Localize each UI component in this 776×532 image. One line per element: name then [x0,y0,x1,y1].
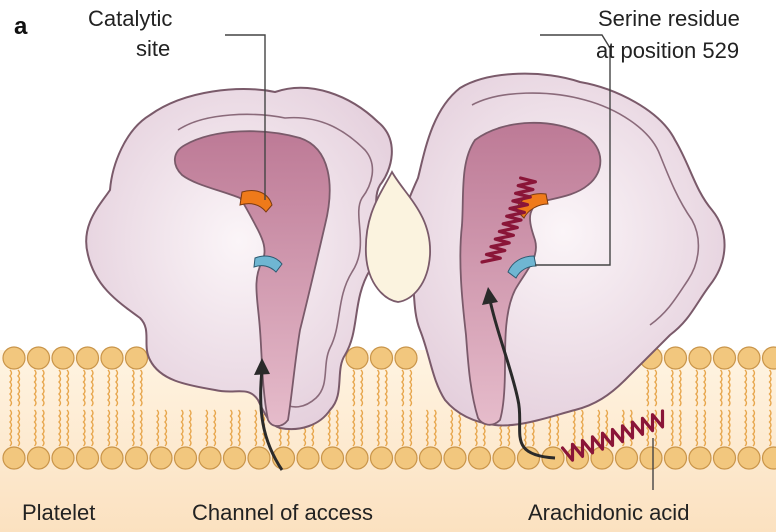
lipid-head [224,447,246,469]
lipid-head [3,347,25,369]
lipid-head [175,447,197,469]
lipid-head [150,447,172,469]
lipid-head [738,447,760,469]
lipid-head [52,347,74,369]
lipid-head [322,447,344,469]
label-serine-line2: at position 529 [596,38,739,63]
lipid-head [665,347,687,369]
lipid-head [28,447,50,469]
lipid-head [52,447,74,469]
lipid-head [28,347,50,369]
lipid-head [469,447,491,469]
lipid-head [616,447,638,469]
lipid-head [126,447,148,469]
lipid-head [395,447,417,469]
lipid-head [3,447,25,469]
lipid-head [101,447,123,469]
lipid-head [371,347,393,369]
lipid-head [689,447,711,469]
lipid-head [714,447,736,469]
lipid-head [714,347,736,369]
lipid-head [420,447,442,469]
label-catalytic-line2: site [136,36,170,61]
lipid-head [493,447,515,469]
label-serine-line1: Serine residue [598,6,740,31]
lipid-head [346,447,368,469]
lipid-head [126,347,148,369]
label-catalytic-line1: Catalytic [88,6,172,31]
lipid-head [248,447,270,469]
lipid-head [346,347,368,369]
lipid-head [689,347,711,369]
lipid-head [77,447,99,469]
lipid-head [297,447,319,469]
lipid-head [77,347,99,369]
lipid-head [199,447,221,469]
lipid-head [101,347,123,369]
lipid-head [395,347,417,369]
lipid-head [738,347,760,369]
lipid-head [665,447,687,469]
label-channel: Channel of access [192,500,373,525]
panel-letter: a [14,13,28,40]
label-platelet: Platelet [22,500,95,525]
lipid-head [640,447,662,469]
lipid-head [371,447,393,469]
label-arachidonic: Arachidonic acid [528,500,689,525]
lipid-head [444,447,466,469]
